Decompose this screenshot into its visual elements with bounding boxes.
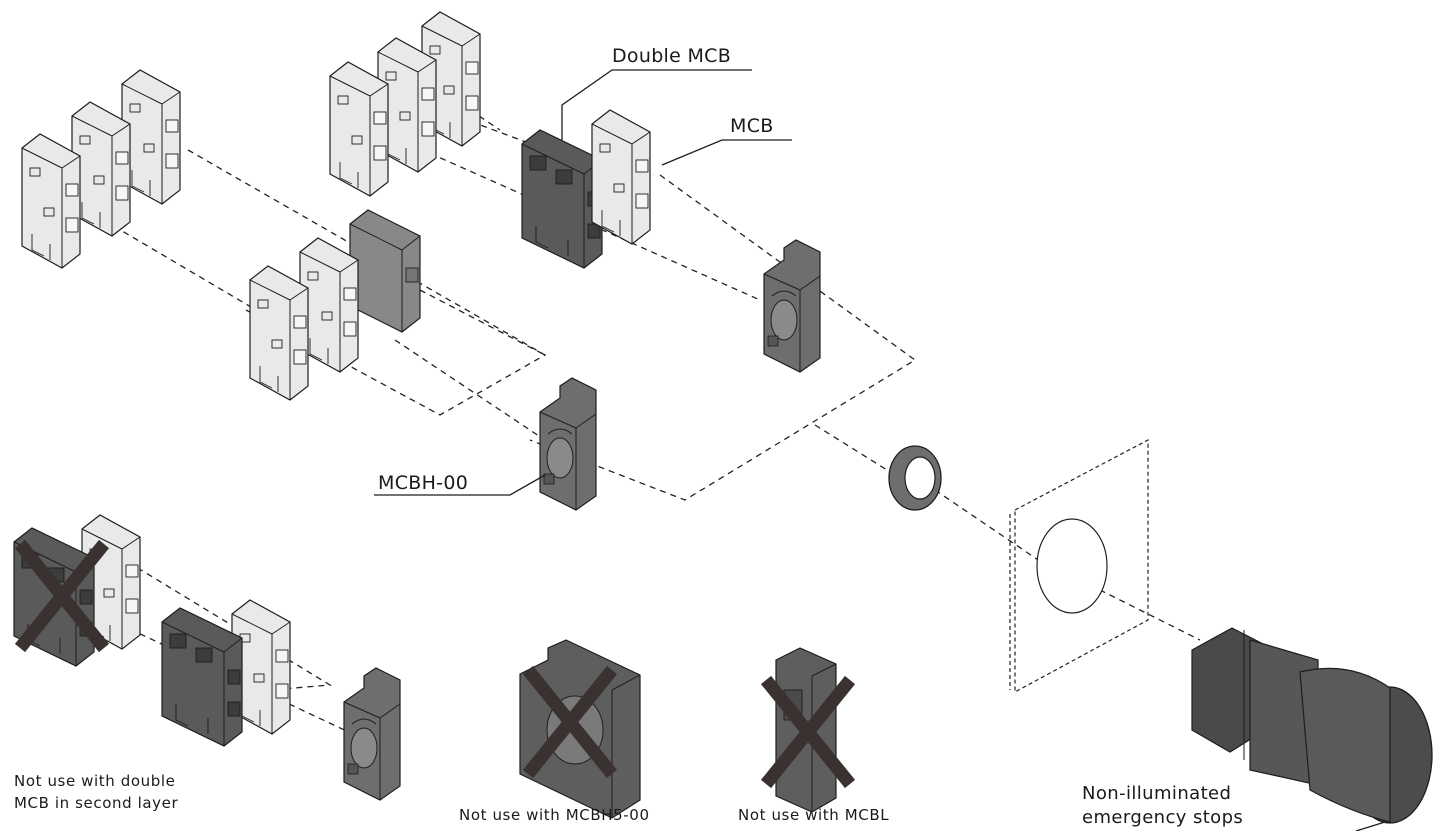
mcbh-holder-right [763, 239, 821, 373]
mcbh-holder-bottom [343, 667, 401, 801]
mounting-nut [888, 445, 942, 511]
label-emergency-line1: Non-illuminated [1082, 783, 1232, 804]
invalid-double-mcb-stack [13, 514, 141, 667]
light-contact-block-stack-left [21, 69, 181, 269]
label-emergency-stops: Non-illuminated emergency stops [1082, 782, 1243, 830]
leader-lines [374, 69, 1386, 831]
emergency-stop-actuator [1191, 627, 1433, 824]
label-mcbh-00: MCBH-00 [378, 472, 469, 494]
label-double-mcb: Double MCB [612, 45, 732, 67]
mcbh-00-holder [539, 377, 597, 511]
light-contact-block-stack-top [329, 11, 481, 197]
double-mcb-block [521, 129, 603, 269]
note-double-mcb-line2: MCB in second layer [14, 794, 179, 812]
mounting-panel [1009, 439, 1149, 694]
note-mcbh5-00: Not use with MCBH5-00 [459, 806, 650, 824]
label-emergency-line2: emergency stops [1082, 807, 1244, 828]
note-double-mcb: Not use with double MCB in second layer [14, 770, 178, 814]
mcb-block [591, 109, 651, 245]
label-mcb: MCB [730, 115, 774, 137]
note-double-mcb-line1: Not use with double [14, 772, 176, 790]
mixed-contact-block-stack [249, 209, 421, 401]
note-mcbl: Not use with MCBL [738, 806, 890, 824]
